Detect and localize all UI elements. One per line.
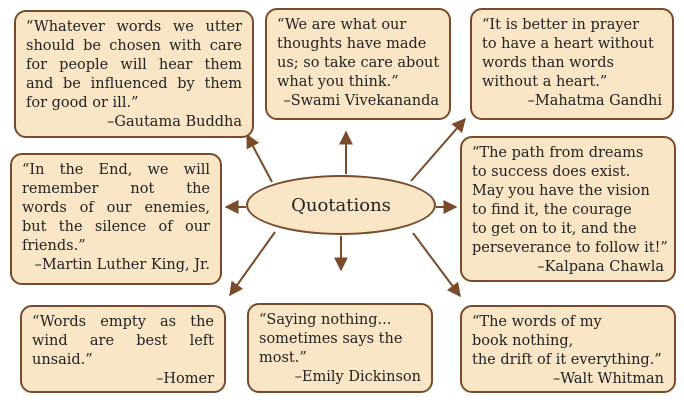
quote-author: –Homer bbox=[156, 371, 214, 387]
quote-author: –Walt Whitman bbox=[552, 371, 664, 387]
quote-box-homer: “Words empty as the wind are best left u… bbox=[20, 305, 226, 393]
quote-line: most.” bbox=[259, 350, 307, 366]
quote-line: thoughts have made bbox=[277, 36, 427, 52]
quote-line: to get on to it, and the bbox=[472, 221, 637, 237]
quote-line: for people will hear them bbox=[26, 57, 242, 73]
quote-author: –Gautama Buddha bbox=[107, 114, 242, 130]
quote-box-buddha: “Whatever words we utter should be chose… bbox=[14, 10, 254, 138]
quote-line: unsaid.” bbox=[32, 352, 93, 368]
center-label: Quotations bbox=[291, 194, 391, 216]
center-node: Quotations bbox=[246, 175, 436, 235]
quote-box-whitman: “The words of my book nothing, the drift… bbox=[460, 305, 676, 393]
quote-line: “The path from dreams bbox=[472, 145, 644, 161]
arrow-to-whitman bbox=[412, 232, 461, 298]
quote-line: friends.” bbox=[22, 238, 86, 254]
quote-line: “The words of my bbox=[472, 314, 602, 330]
quote-line: perseverance to follow it!” bbox=[472, 240, 668, 256]
quote-line: “Words empty as the bbox=[32, 314, 214, 330]
quote-line: “Whatever words we utter bbox=[26, 19, 242, 35]
quote-line: “Saying nothing... bbox=[259, 312, 392, 328]
quote-box-gandhi: “It is better in prayer to have a heart … bbox=[470, 8, 674, 120]
arrow-to-gandhi bbox=[410, 117, 466, 182]
arrow-to-buddha bbox=[246, 133, 273, 183]
quote-line: to find it, the courage bbox=[472, 202, 632, 218]
quote-line: to have a heart without bbox=[482, 36, 654, 52]
quote-line: us; so take care about bbox=[277, 55, 440, 71]
quote-line: should be chosen with care bbox=[26, 38, 242, 54]
quote-box-king: “In the End, we will remember not the wo… bbox=[10, 153, 222, 285]
quote-line: without a heart.” bbox=[482, 74, 608, 90]
quote-line: what you think.” bbox=[277, 74, 399, 90]
quote-line: book nothing, bbox=[472, 333, 574, 349]
quote-line: the drift of it everything.” bbox=[472, 352, 662, 368]
quote-line: remember not the bbox=[22, 181, 210, 197]
quote-line: “It is better in prayer bbox=[482, 17, 640, 33]
quote-line: and be influenced by them bbox=[26, 76, 242, 92]
quote-line: wind are best left bbox=[32, 333, 214, 349]
quote-line: sometimes says the bbox=[259, 331, 403, 347]
quote-author: –Martin Luther King, Jr. bbox=[34, 257, 210, 273]
quote-box-vivekananda: “We are what our thoughts have made us; … bbox=[265, 8, 451, 120]
quote-line: “We are what our bbox=[277, 17, 407, 33]
quote-line: words of our enemies, bbox=[22, 200, 210, 216]
quote-line: for good or ill.” bbox=[26, 95, 139, 111]
arrow-to-homer bbox=[229, 231, 276, 297]
quote-box-dickinson: “Saying nothing... sometimes says the mo… bbox=[247, 303, 433, 393]
quote-line: words than words bbox=[482, 55, 614, 71]
quote-line: May you have the vision bbox=[472, 183, 650, 199]
quote-author: –Emily Dickinson bbox=[294, 369, 421, 385]
quote-line: to success does exist. bbox=[472, 164, 631, 180]
quote-box-chawla: “The path from dreams to success does ex… bbox=[460, 136, 676, 282]
quote-author: –Mahatma Gandhi bbox=[527, 93, 662, 109]
quote-author: –Swami Vivekananda bbox=[283, 93, 439, 109]
quote-author: –Kalpana Chawla bbox=[537, 259, 664, 275]
quote-line: but the silence of our bbox=[22, 219, 210, 235]
quote-line: “In the End, we will bbox=[22, 162, 210, 178]
